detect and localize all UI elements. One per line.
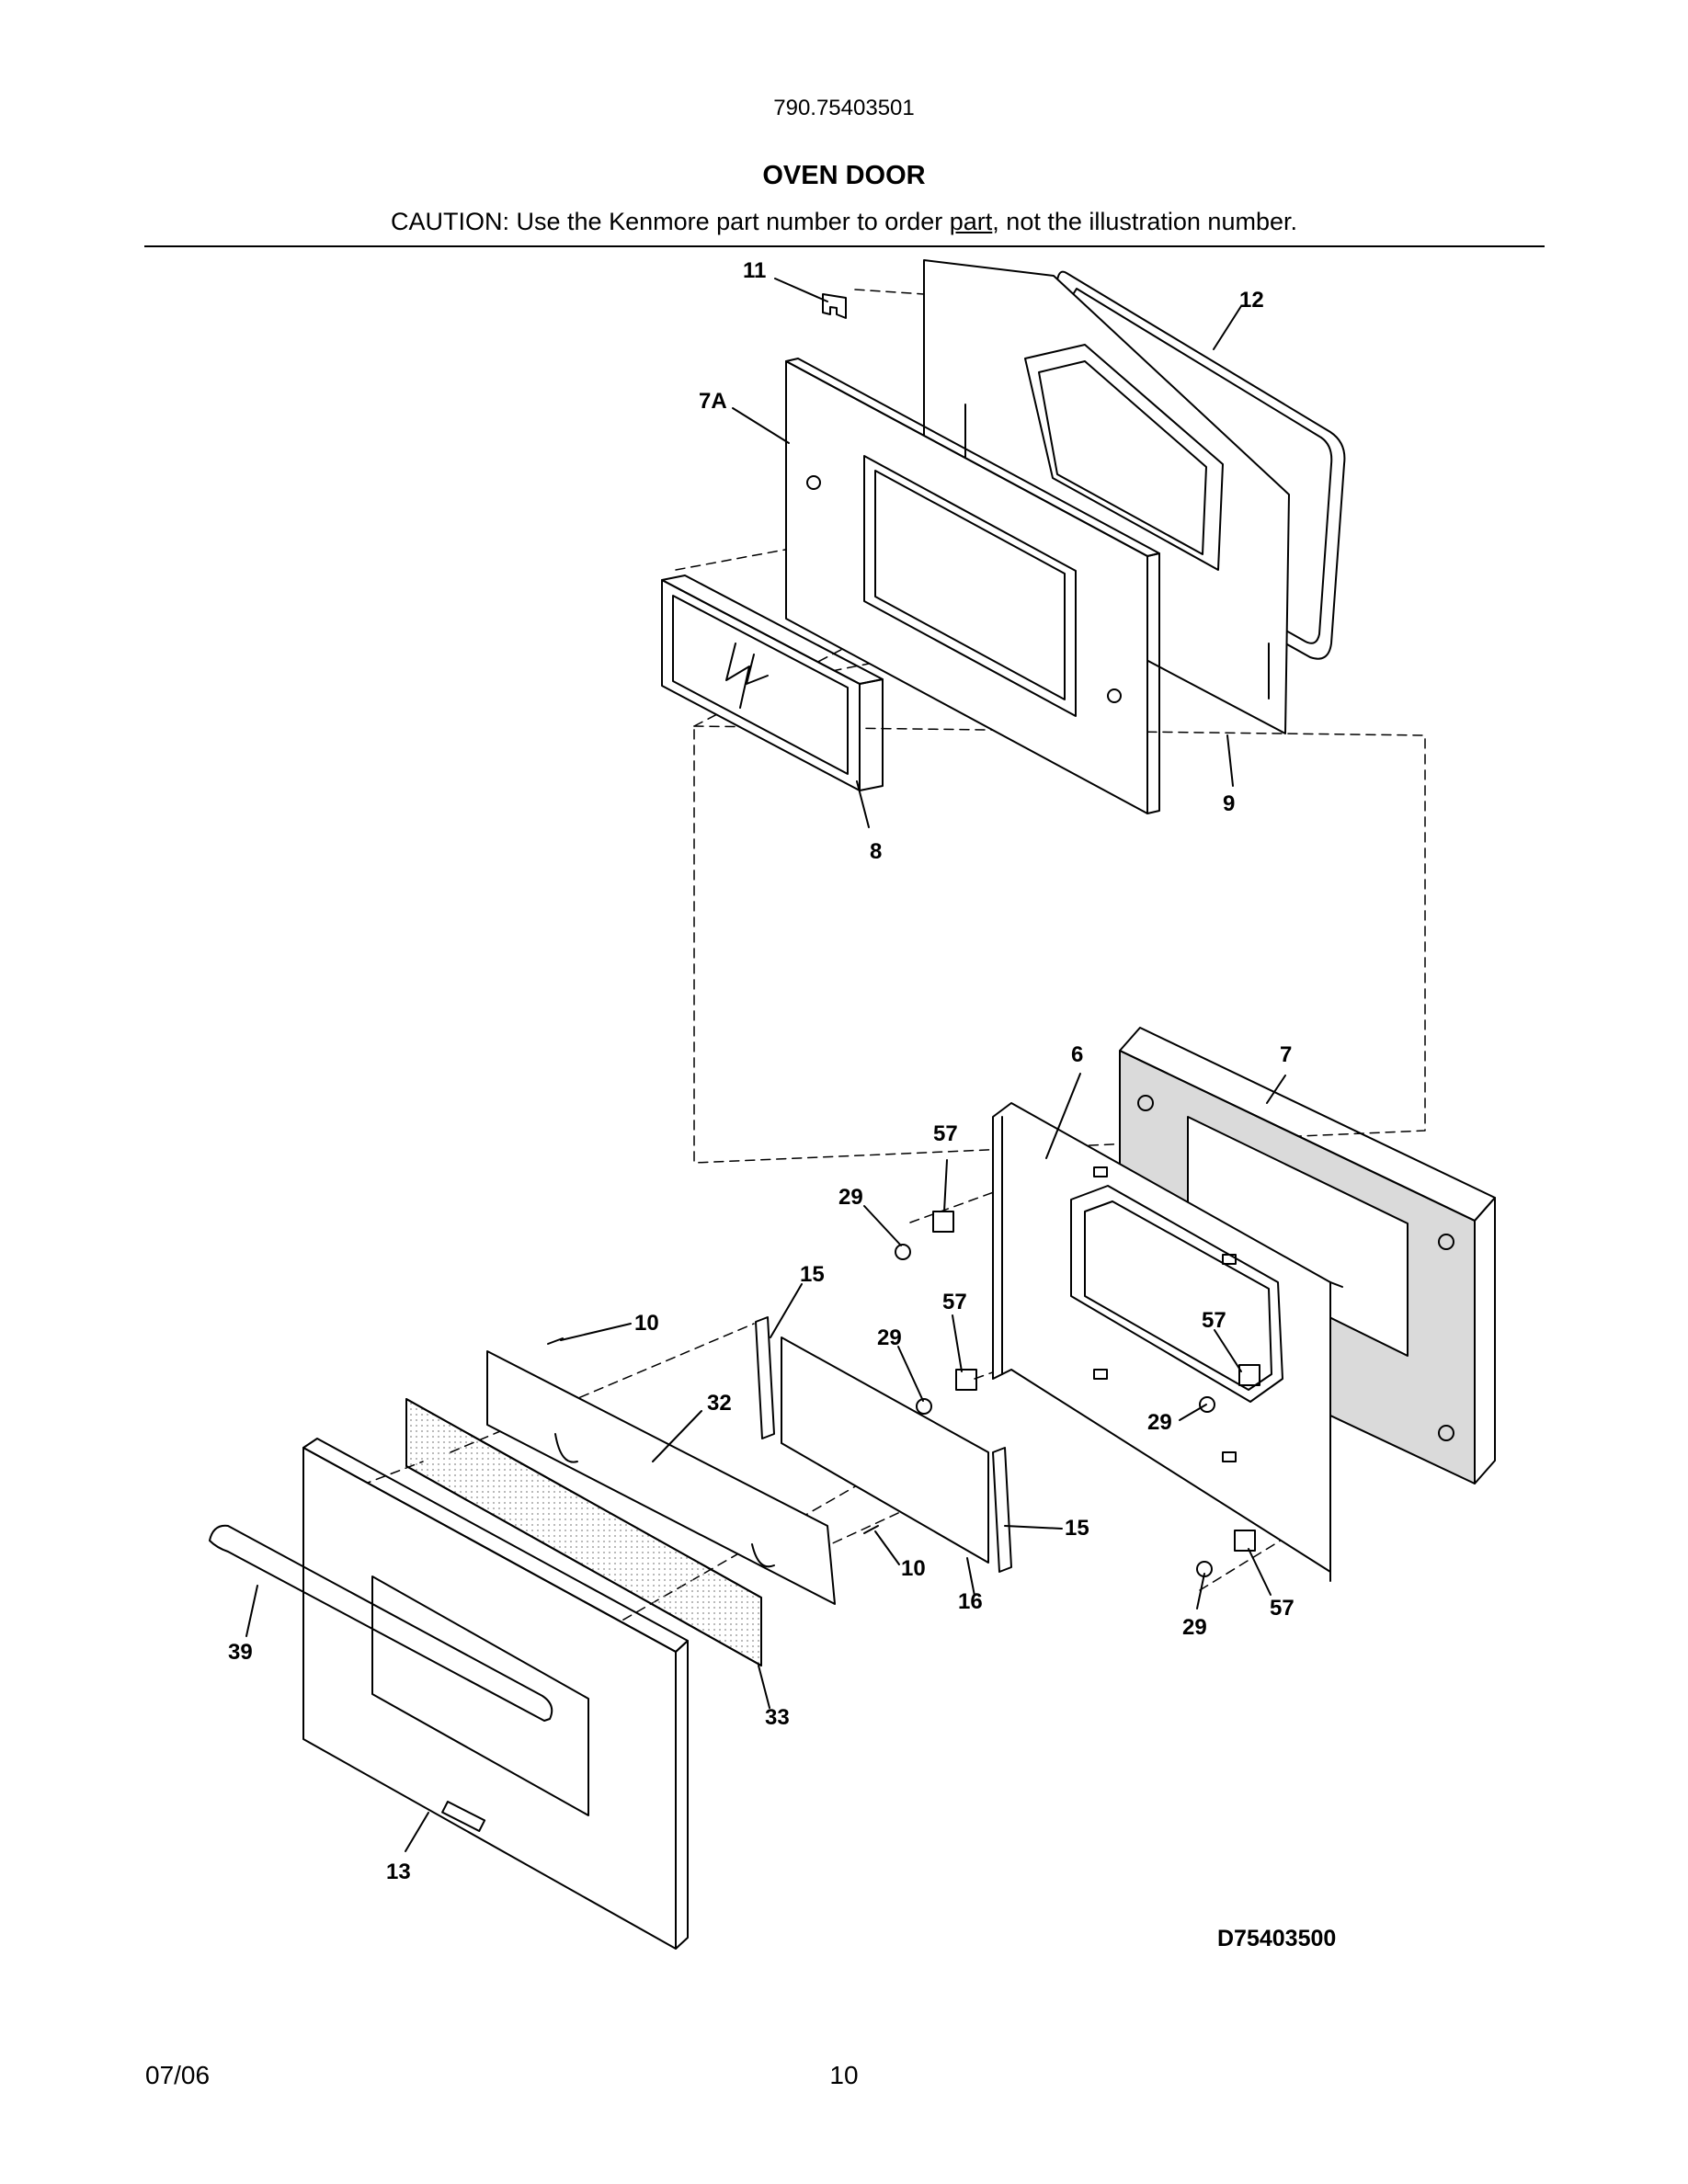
part-7a-inner-trim-panel (785, 358, 1160, 814)
callout-16: 16 (958, 1589, 983, 1614)
part-15-side-bracket-right (992, 1447, 1012, 1573)
callout-11: 11 (743, 258, 766, 283)
part-10-screw-upper (547, 1337, 564, 1345)
caution-note: CAUTION: Use the Kenmore part number to … (0, 208, 1688, 236)
callout-29-upper: 29 (838, 1185, 863, 1210)
callout-7a: 7A (699, 389, 727, 414)
callout-15-right: 15 (1065, 1516, 1089, 1541)
callout-10-lower: 10 (901, 1556, 926, 1581)
header-rule (144, 245, 1545, 247)
part-13-outer-door (302, 1438, 689, 1950)
part-57-hinge-receptacle-right (1238, 1364, 1260, 1386)
footer-date: 07/06 (145, 2061, 211, 2089)
part-6-door-liner (992, 1102, 1343, 1582)
part-10-screw-lower (863, 1525, 879, 1534)
part-57-hinge-receptacle-lower (1234, 1530, 1256, 1552)
callout-29-middle: 29 (877, 1325, 902, 1350)
section-title: OVEN DOOR (762, 161, 926, 190)
callout-8: 8 (870, 839, 882, 864)
callout-13: 13 (386, 1860, 411, 1884)
callout-labels: 11 12 7A 8 9 6 7 57 29 15 57 29 57 29 10… (228, 258, 1295, 1884)
part-57-hinge-receptacle-upper (932, 1211, 954, 1233)
callout-12: 12 (1239, 288, 1264, 313)
part-57-hinge-receptacle-middle (955, 1369, 977, 1391)
callout-7: 7 (1280, 1042, 1292, 1067)
part-15-side-bracket-left (755, 1316, 775, 1439)
part-12-door-gasket (1055, 270, 1346, 660)
part-16-middle-glass (781, 1337, 989, 1564)
callout-57-middle: 57 (942, 1290, 967, 1314)
page-number: 10 (829, 2061, 859, 2089)
drawing-id: D75403500 (1217, 1926, 1337, 1951)
part-39-door-handle (209, 1524, 553, 1722)
callout-leaders (245, 278, 1286, 1852)
part-29-screw-upper (895, 1244, 911, 1260)
callout-57-upper: 57 (933, 1121, 958, 1146)
part-8-window-glass-pack (661, 574, 884, 791)
callout-29-right: 29 (1147, 1410, 1172, 1435)
callout-6: 6 (1071, 1042, 1083, 1067)
caution-text: CAUTION: Use the Kenmore part number to … (391, 208, 950, 235)
part-33-insulation (405, 1398, 762, 1666)
callout-33: 33 (765, 1705, 790, 1730)
part-29-screw-middle (916, 1398, 932, 1415)
callout-9: 9 (1223, 791, 1235, 816)
callout-57-lower: 57 (1270, 1596, 1295, 1621)
part-11-hinge-clip (822, 293, 847, 319)
part-29-screw-right (1199, 1396, 1215, 1413)
caution-part-link[interactable]: part (949, 208, 993, 235)
callout-29-lower: 29 (1182, 1615, 1207, 1640)
callout-15-left: 15 (800, 1262, 825, 1287)
callout-39: 39 (228, 1640, 253, 1665)
callout-10-upper: 10 (634, 1311, 659, 1336)
callout-32: 32 (707, 1391, 732, 1416)
model-number: 790.75403501 (773, 96, 915, 120)
caution-text-end: , not the illustration number. (992, 208, 1297, 235)
callout-57-right: 57 (1202, 1308, 1226, 1333)
part-32-door-frame (486, 1350, 836, 1605)
